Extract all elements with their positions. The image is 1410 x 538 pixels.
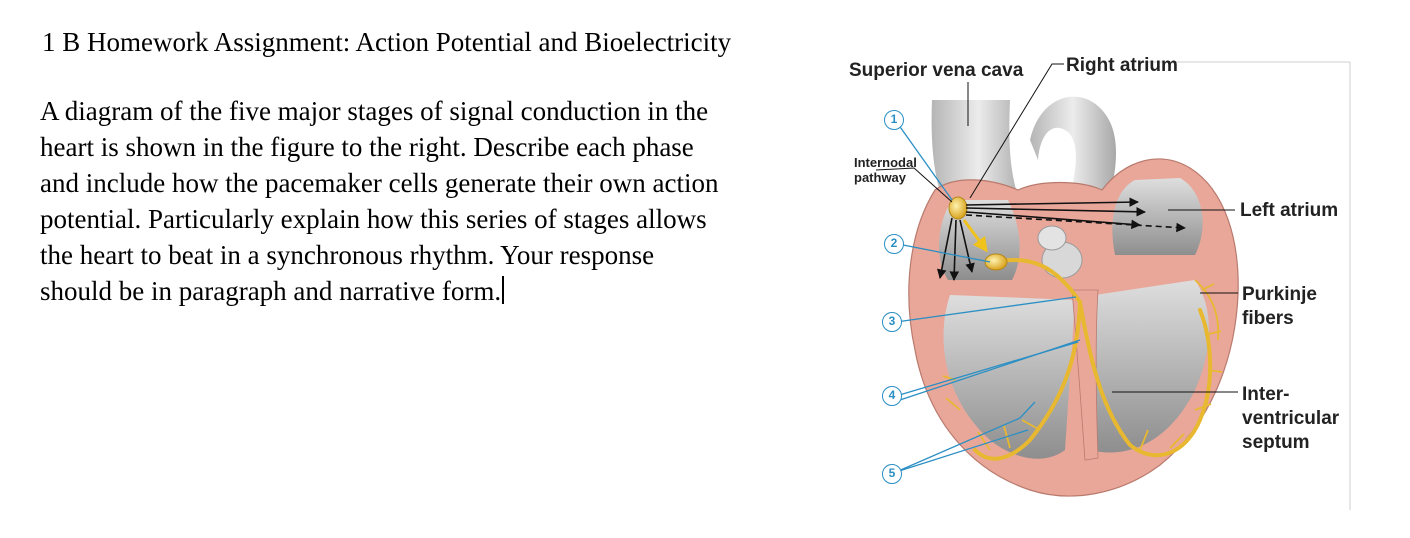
label-right-atrium: Right atrium xyxy=(1066,55,1178,76)
prompt-line: potential. Particularly explain how this… xyxy=(40,204,707,234)
label-pathway: pathway xyxy=(854,170,907,185)
internodal-arrows xyxy=(936,197,1186,281)
prompt-line: and include how the pacemaker cells gene… xyxy=(40,168,719,198)
label-superior-vena-cava: Superior vena cava xyxy=(849,60,1024,81)
prompt-line: heart is shown in the figure to the righ… xyxy=(40,132,694,162)
prompt-line: should be in paragraph and narrative for… xyxy=(40,276,502,306)
stage-callout-lines xyxy=(895,123,1081,473)
text-cursor xyxy=(502,276,504,304)
sa-to-av-arrow xyxy=(962,219,988,253)
label-septum-line1: Inter- xyxy=(1242,384,1290,405)
label-left-atrium: Left atrium xyxy=(1240,200,1339,221)
av-node xyxy=(984,253,1008,271)
assignment-title: 1 B Homework Assignment: Action Potentia… xyxy=(42,27,732,57)
left-ventricle-chamber xyxy=(1090,280,1209,453)
label-leader-lines xyxy=(875,63,1238,393)
label-internodal: Internodal xyxy=(854,155,917,170)
right-ventricle-chamber xyxy=(943,295,1075,459)
label-septum-line3: septum xyxy=(1242,432,1310,453)
heart-illustration xyxy=(875,61,1351,510)
prompt-line: the heart to beat in a synchronous rhyth… xyxy=(40,240,655,270)
stage-marker-4: 4 xyxy=(882,386,902,406)
label-purkinje-line1: Purkinje xyxy=(1242,284,1317,305)
stage-marker-3: 3 xyxy=(882,312,902,332)
stage-marker-5: 5 xyxy=(882,464,902,484)
stage-marker-2: 2 xyxy=(884,234,904,254)
aortic-arch-vessel xyxy=(1030,96,1117,215)
sa-node xyxy=(948,196,968,220)
stage-marker-1: 1 xyxy=(884,110,904,130)
heart-conduction-figure: Superior vena cava Right atrium Internod… xyxy=(840,40,1380,515)
label-purkinje-line2: fibers xyxy=(1242,308,1294,329)
prompt-line: A diagram of the five major stages of si… xyxy=(40,96,709,126)
valve xyxy=(1037,225,1067,251)
label-septum-line2: ventricular xyxy=(1242,408,1340,429)
assignment-prompt[interactable]: A diagram of the five major stages of si… xyxy=(40,93,830,309)
left-atrium-chamber xyxy=(1112,178,1203,255)
